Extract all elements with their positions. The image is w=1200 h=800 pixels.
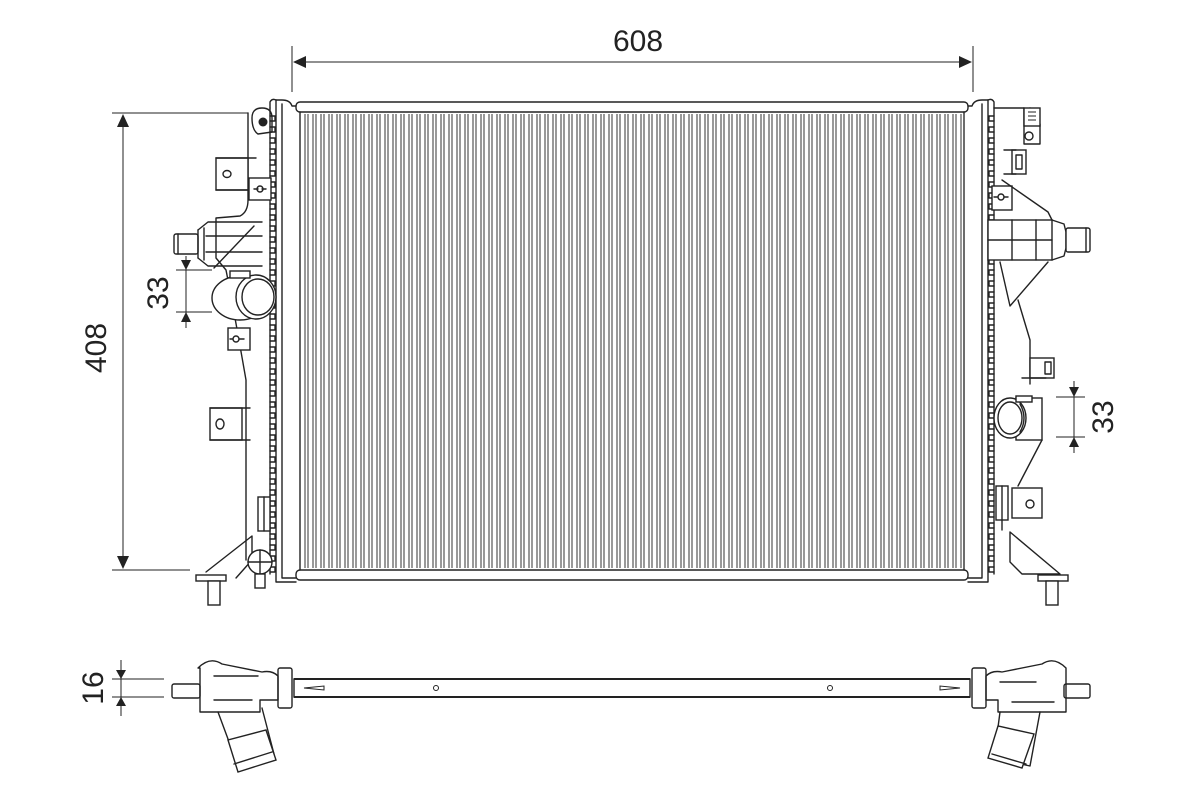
cooling-fins xyxy=(304,114,965,568)
height-dimension: 408 xyxy=(80,112,248,571)
right-tank-teeth xyxy=(988,115,995,573)
top-view: 16 xyxy=(77,660,1091,773)
width-dimension: 608 xyxy=(291,25,974,92)
left-tank xyxy=(173,98,297,606)
left-tank-teeth xyxy=(269,115,276,573)
height-dimension-label: 408 xyxy=(80,323,113,373)
outlet-diameter-label: 33 xyxy=(1087,400,1120,433)
depth-dimension: 16 xyxy=(77,660,164,716)
radiator-core xyxy=(295,101,969,581)
inlet-diameter-dimension: 33 xyxy=(142,256,212,328)
inlet-diameter-label: 33 xyxy=(142,276,175,309)
width-dimension-label: 608 xyxy=(613,25,663,58)
depth-dimension-label: 16 xyxy=(77,671,110,704)
outlet-diameter-dimension: 33 xyxy=(1056,381,1120,453)
right-tank xyxy=(967,98,1091,606)
